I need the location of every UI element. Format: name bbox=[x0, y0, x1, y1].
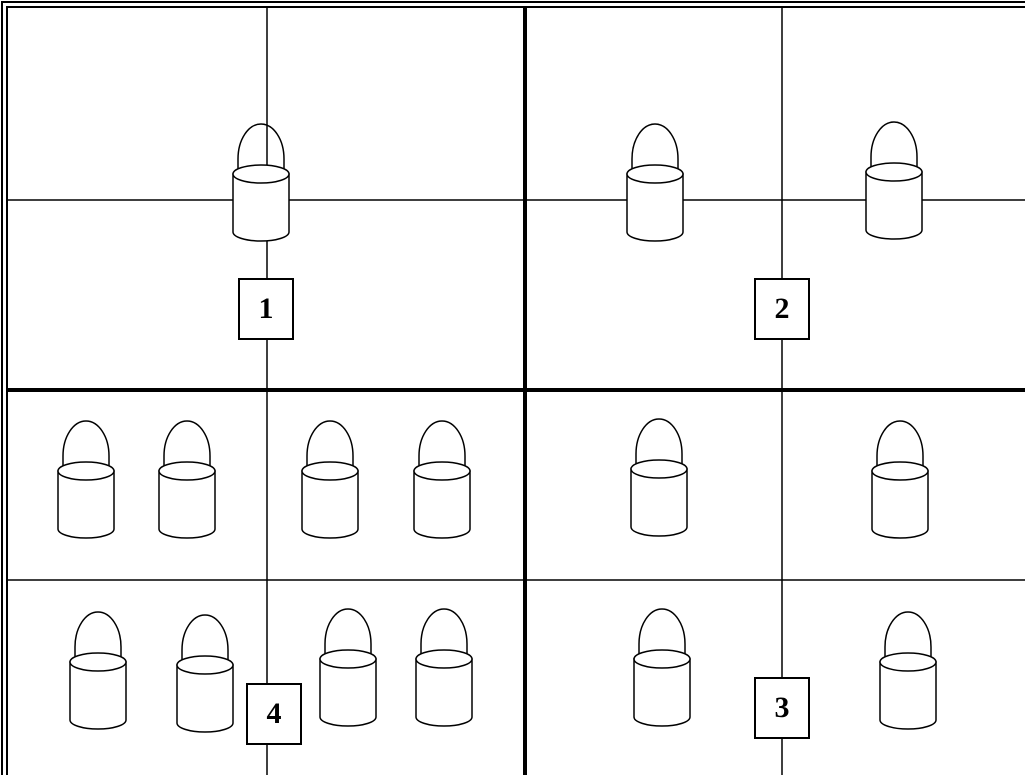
bucket-icon bbox=[233, 124, 289, 241]
bucket-icon bbox=[177, 615, 233, 732]
bucket-icon bbox=[880, 612, 936, 729]
bucket-icon bbox=[159, 421, 215, 538]
bucket-icon bbox=[320, 609, 376, 726]
bucket-icon bbox=[414, 421, 470, 538]
bucket-icon bbox=[634, 609, 690, 726]
bucket-icon bbox=[302, 421, 358, 538]
bucket-icon bbox=[631, 419, 687, 536]
quadrant-label-3: 3 bbox=[754, 677, 810, 739]
quadrant-label-1: 1 bbox=[238, 278, 294, 340]
bucket-icon bbox=[58, 421, 114, 538]
bucket-icon bbox=[627, 124, 683, 241]
bucket-icon bbox=[872, 421, 928, 538]
bucket-icon bbox=[416, 609, 472, 726]
bucket-icon bbox=[70, 612, 126, 729]
quadrant-label-4: 4 bbox=[246, 683, 302, 745]
bucket-icon bbox=[866, 122, 922, 239]
quadrant-label-2: 2 bbox=[754, 278, 810, 340]
